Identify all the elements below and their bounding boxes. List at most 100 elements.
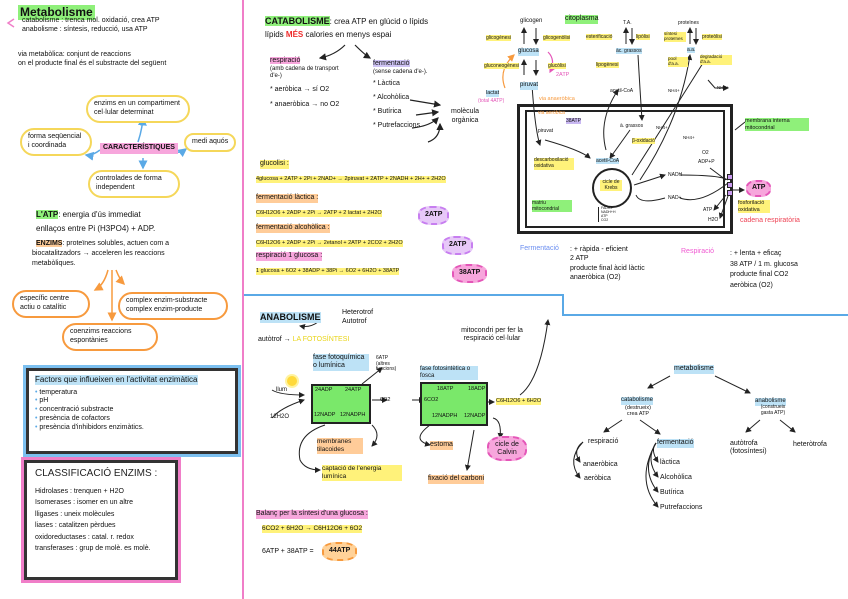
co2-in: 6CO2 bbox=[424, 397, 439, 403]
factors-box: Factors que influeixen en l'activitat en… bbox=[23, 365, 241, 457]
lactat: lactat bbox=[486, 90, 500, 97]
atp-synthase bbox=[727, 174, 733, 198]
glucosa: glucosa bbox=[518, 48, 539, 56]
factors-title: Factors que influeixen en l'activitat en… bbox=[35, 375, 198, 385]
aa-label: a.a. bbox=[687, 47, 696, 54]
mitochondrion-inner bbox=[525, 110, 725, 228]
badge-2atp-alcoholica: 2ATP bbox=[442, 236, 474, 255]
autotrof: Autotrof bbox=[342, 318, 367, 325]
glicogenesi: glicogènesi bbox=[486, 35, 512, 42]
h2o-out: H2O bbox=[708, 217, 719, 223]
estoma: estoma bbox=[430, 441, 453, 450]
esterificacio: esterificació bbox=[586, 34, 613, 41]
lipogenesi: lipogènesi bbox=[596, 62, 619, 69]
calvin-box bbox=[420, 382, 488, 426]
degradacio-aa: degradació d'a.a. bbox=[700, 54, 732, 65]
fotosintesi-title: LA FOTOSÍNTESI bbox=[292, 336, 350, 343]
fixacio-carboni: fixació del carboni bbox=[428, 475, 485, 484]
divider-horizontal-left bbox=[244, 294, 564, 296]
llum-label: llum bbox=[276, 387, 288, 393]
nadh: NADH bbox=[668, 172, 683, 178]
cicle-calvin: cicle de Calvin bbox=[487, 436, 527, 462]
krebs-cycle bbox=[592, 168, 632, 208]
membranes-tilacoides: membranes tilacoides bbox=[317, 438, 363, 454]
respiracio-equation: 1 glucosa + 6O2 + 38ADP + 38Pi → 6O2 + 6… bbox=[256, 268, 400, 275]
factors-item: temperatura bbox=[35, 389, 229, 398]
tree-autotrofa: autòtrofa (fotosíntesi) bbox=[730, 440, 767, 456]
glucosa-out: C6H12O6 + 6H2O bbox=[496, 398, 542, 405]
atp-out: ATP bbox=[703, 207, 713, 213]
ta-label: T.A. bbox=[623, 20, 632, 26]
balanc-label: Balanç per la síntesi d'una glucosa : bbox=[256, 510, 368, 519]
badge-2atp-lactica: 2ATP bbox=[418, 206, 450, 225]
tree-catabolisme-sub: (destrueix) crea ATP bbox=[625, 405, 651, 418]
cloud-controlades: controlades de forma independent bbox=[88, 170, 180, 198]
box1-atp: 24ATP bbox=[345, 387, 362, 393]
enzims-definition: ENZIMS: proteïnes solubles, actuen com a bbox=[36, 240, 170, 247]
classificacio-title: CLASSIFICACIÓ ENZIMS : bbox=[35, 468, 158, 479]
classificacio-item: lligases : uneix molècules bbox=[35, 510, 115, 518]
tree-respiracio: respiració bbox=[588, 438, 619, 445]
mitochondrion-outer bbox=[517, 104, 733, 234]
tree-butirica: Butírica bbox=[660, 489, 684, 496]
classificacio-item: oxidoreductases : catal. r. redox bbox=[35, 533, 134, 541]
respiracio-label: respiració bbox=[270, 57, 301, 64]
fase-fosca: fase fotosintètica o fosca bbox=[420, 366, 478, 381]
factors-list: temperatura pH concentració substracte p… bbox=[35, 389, 229, 433]
tree-heterotrofa: heteròtrofa bbox=[793, 441, 827, 448]
atp-label: L'ATP bbox=[36, 210, 59, 219]
via-anaerobica: via anaeròbica bbox=[539, 96, 575, 102]
cloud-coenzims: coenzims reaccions espontànies bbox=[62, 323, 158, 351]
descarboxilacio: descarboxilació oxidativa bbox=[534, 157, 574, 170]
classificacio-item: transferases : grup de molè. es molè. bbox=[35, 545, 151, 553]
catabolisme-line2: lípids MÉS calories en menys espai bbox=[265, 30, 392, 39]
autotrof-line: autòtrof → LA FOTOSÍNTESI bbox=[258, 336, 350, 343]
box2-nadph: 12NADPH bbox=[432, 413, 458, 419]
classificacio-item: liases : catalitzen pèrdues bbox=[35, 522, 116, 530]
cloud-forma-sequencial: forma seqüencial i coordinada bbox=[20, 128, 92, 156]
classificacio-box: CLASSIFICACIÓ ENZIMS : Hidrolases : tren… bbox=[21, 457, 181, 583]
comparison-respiracio-label: Respiració bbox=[681, 248, 715, 255]
heterotrof: Heterotrof bbox=[342, 309, 374, 316]
nh4-mito-1: NH4+ bbox=[656, 125, 668, 130]
caracteristiques-label: CARACTERÍSTIQUES bbox=[100, 143, 178, 154]
membrana-interna: membrana interna mitocondrial bbox=[745, 118, 809, 132]
factors-item: presència de cofactors bbox=[35, 415, 229, 424]
pool-aa: pool d'a.a. bbox=[668, 56, 688, 67]
tree-anaerobica: anaeròbica bbox=[583, 461, 618, 468]
captacio-energia: captació de l'energia lumínica bbox=[322, 465, 402, 481]
box2-atp: 18ATP bbox=[437, 386, 454, 392]
via-metabolica-line2: on el producte final és el substracte de… bbox=[18, 60, 167, 67]
tree-aerobica: aeròbica bbox=[584, 475, 611, 482]
main-title: Metabolisme bbox=[18, 5, 95, 20]
cicle-krebs-label: cicle de Krebs bbox=[600, 179, 622, 191]
via-aerobica: via aeròbica bbox=[538, 110, 565, 116]
badge-44atp: 44ATP bbox=[322, 542, 358, 561]
glucolisi-cell: glucòlisi bbox=[548, 63, 566, 70]
acetil-coa: acetil-CoA bbox=[596, 158, 620, 165]
cadena-respiratoria: cadena respiratòria bbox=[740, 217, 800, 224]
catabolisme-definition: catabolisme : trenca mol. oxidació, crea… bbox=[22, 17, 160, 24]
nh4-left: NH4+ bbox=[668, 88, 680, 93]
tree-fermentacio: fermentació bbox=[657, 439, 694, 448]
classificacio-item: Isomerases : isomer en un altre bbox=[35, 499, 134, 507]
fermentacio-alcoholica-label: fermentació alcohòlica : bbox=[256, 224, 330, 233]
tree-lactica: làctica bbox=[660, 459, 680, 466]
piruvat-mito: piruvat bbox=[538, 128, 554, 134]
nh4-mito-2: NH4+ bbox=[683, 135, 695, 140]
tree-alcoholica: Alcohòlica bbox=[660, 474, 692, 481]
classificacio-item: Hidrolases : trenquen + H2O bbox=[35, 487, 124, 495]
comparison-fermentacio-list: : + ràpida - eficient 2 ATP producte fin… bbox=[570, 246, 645, 282]
atp-line2: enllaços entre Pi (H3PO4) + ADP. bbox=[36, 224, 156, 233]
box2-nadp: 12NADP bbox=[464, 413, 486, 419]
divider-vertical bbox=[242, 0, 244, 599]
balanc-equation: 6CO2 + 6H2O → C6H12O6 + 6O2 bbox=[262, 525, 363, 534]
classificacio-list: Hidrolases : trenquen + H2O Isomerases :… bbox=[35, 486, 167, 555]
anabolisme-title: ANABOLISME bbox=[260, 312, 321, 324]
nh4-right: NH4+ bbox=[717, 85, 729, 90]
glucolisi-atp: 2ATP bbox=[556, 72, 570, 78]
comparison-respiracio-list: : + lenta + eficaç 38 ATP / 1 m. glucosa… bbox=[730, 250, 798, 289]
respiracio-block: respiració (amb cadena de transport d'e-… bbox=[270, 57, 340, 108]
comparison-fermentacio-label: Fermentació bbox=[520, 245, 559, 252]
citoplasma-label: citoplasma bbox=[565, 15, 599, 24]
